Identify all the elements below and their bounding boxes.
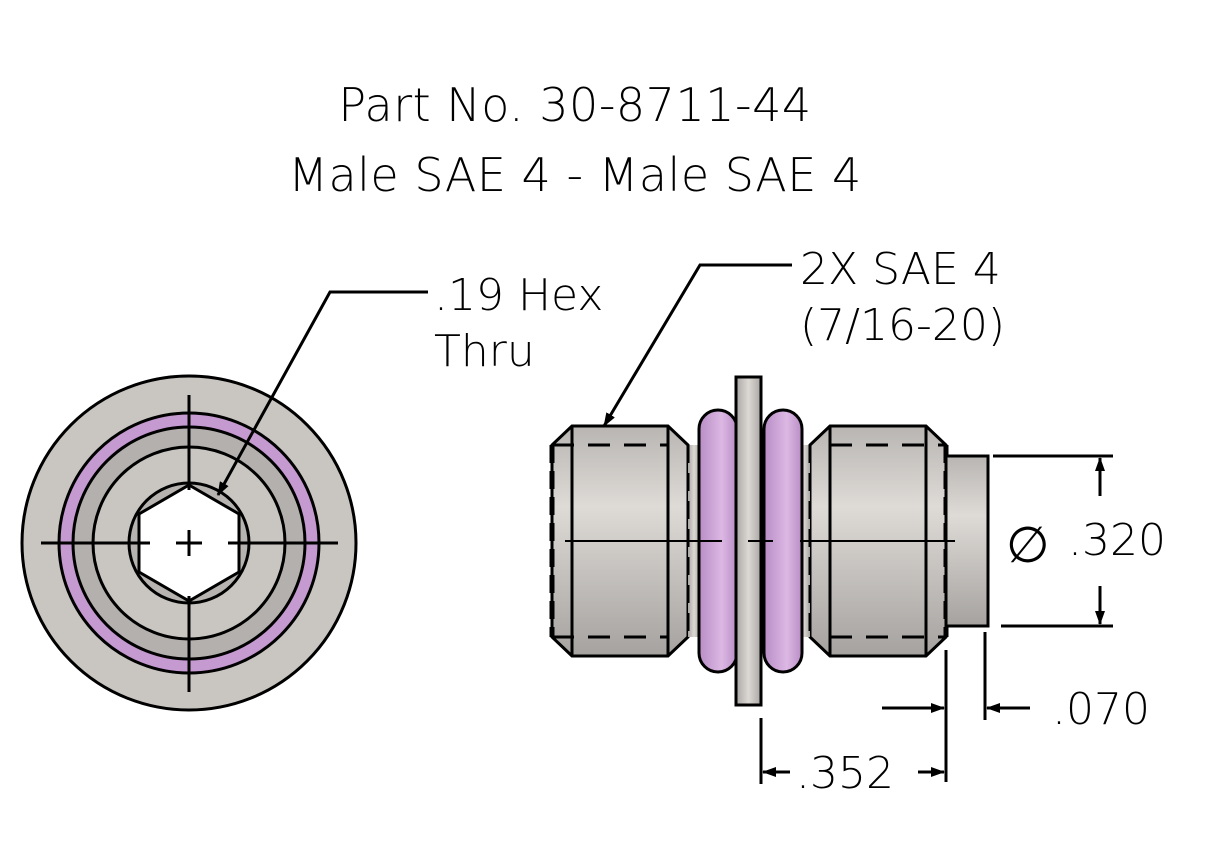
- hex-callout-line1: .19 Hex: [434, 270, 604, 321]
- hex-callout-line2: Thru: [434, 326, 535, 377]
- hex-callout-leader: [216, 290, 428, 496]
- side-view: [549, 263, 1113, 784]
- thread-callout-line1: 2X SAE 4: [800, 244, 1001, 295]
- part-description-title: Male SAE 4 - Male SAE 4: [288, 148, 862, 202]
- thread-callout-leader: [602, 263, 792, 427]
- end-view: [20, 290, 428, 712]
- diameter-symbol: ∅: [1006, 516, 1050, 574]
- spigot-length-dimension: .070: [1052, 684, 1150, 735]
- diameter-dimension: .320: [1068, 515, 1166, 566]
- part-number-title: Part No. 30-8711-44: [338, 78, 812, 132]
- thread-callout-line2: (7/16-20): [800, 300, 1006, 351]
- thread-length-dimension: .352: [796, 748, 894, 799]
